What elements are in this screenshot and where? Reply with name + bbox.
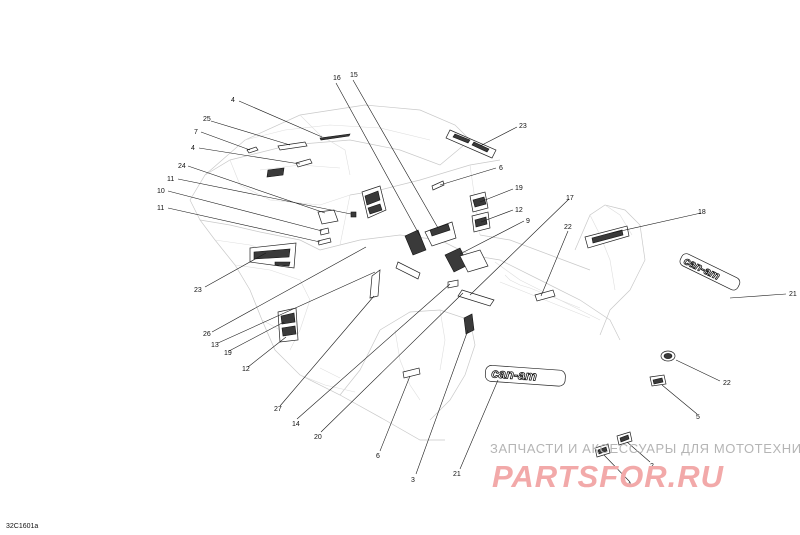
leader-lines [167, 79, 787, 483]
callout-21: 21 [789, 291, 797, 298]
callout-19: 19 [224, 350, 232, 357]
callout-19: 19 [515, 185, 523, 192]
callout-7: 7 [194, 129, 198, 136]
decal-11-strip [317, 237, 332, 246]
callout-21: 21 [453, 471, 461, 478]
decal-13 [395, 261, 421, 280]
decal-3 [463, 313, 475, 335]
callout-14: 14 [292, 421, 300, 428]
callout-22: 22 [564, 224, 572, 231]
callout-9: 9 [526, 218, 530, 225]
decal-7 [246, 146, 259, 154]
decal-20 [457, 289, 495, 307]
callout-1: 1 [628, 482, 632, 489]
callout-3: 3 [411, 477, 415, 484]
callout-2: 2 [650, 463, 654, 470]
watermark-tagline: ЗАПЧАСТИ И АКСЕССУАРЫ ДЛЯ МОТОТЕХНИКИ [490, 441, 800, 456]
decal-21-can-am-side: can-am [484, 365, 566, 387]
decal-4-hood-stripe [319, 133, 351, 141]
callout-20: 20 [314, 434, 322, 441]
callout-18: 18 [698, 209, 706, 216]
callout-13: 13 [211, 342, 219, 349]
callout-12: 12 [515, 207, 523, 214]
callout-12: 12 [242, 366, 250, 373]
decal-26 [369, 269, 381, 299]
decal-6-upper [431, 180, 445, 191]
decals: can-am can-am [246, 129, 741, 458]
decal-15b [424, 221, 457, 247]
decal-6-lower [402, 367, 421, 379]
callout-6: 6 [499, 165, 503, 172]
can-am-side-text: can-am [491, 365, 538, 383]
callout-22: 22 [723, 380, 731, 387]
callout-15: 15 [350, 72, 358, 79]
decal-4-hatched [266, 167, 285, 178]
decal-11-square [350, 211, 357, 218]
can-am-rear-text: can-am [682, 255, 722, 283]
callout-4: 4 [191, 145, 195, 152]
callout-23: 23 [519, 123, 527, 130]
callout-5: 5 [696, 414, 700, 421]
callout-26: 26 [203, 331, 211, 338]
decal-4-small [295, 158, 313, 168]
decal-21-can-am-rear: can-am [679, 253, 741, 291]
decal-9b [459, 249, 489, 273]
diagram-code: 32C1601a [6, 523, 38, 530]
callout-16: 16 [333, 75, 341, 82]
callout-labels: 16 15 4 25 7 4 24 11 10 11 23 23 6 19 12… [157, 72, 797, 489]
callout-11: 11 [167, 176, 174, 183]
decal-15 [404, 229, 427, 256]
callout-24: 24 [178, 163, 186, 170]
callout-4: 4 [231, 97, 235, 104]
decal-25 [277, 141, 308, 151]
watermark-brand: PARTSFOR.RU [492, 459, 725, 494]
callout-6: 6 [376, 453, 380, 460]
callout-10: 10 [157, 188, 165, 195]
decal-14 [447, 279, 459, 289]
watermark: ЗАПЧАСТИ И АКСЕССУАРЫ ДЛЯ МОТОТЕХНИКИ PA… [490, 441, 800, 494]
decal-24 [317, 209, 339, 225]
decal-10 [319, 227, 330, 236]
callout-11: 11 [157, 205, 164, 212]
decal-22-strip [534, 289, 556, 302]
decal-12-left [277, 307, 299, 343]
callout-23: 23 [194, 287, 202, 294]
callout-27: 27 [274, 406, 282, 413]
callout-17: 17 [566, 195, 574, 202]
callout-25: 25 [203, 116, 211, 123]
